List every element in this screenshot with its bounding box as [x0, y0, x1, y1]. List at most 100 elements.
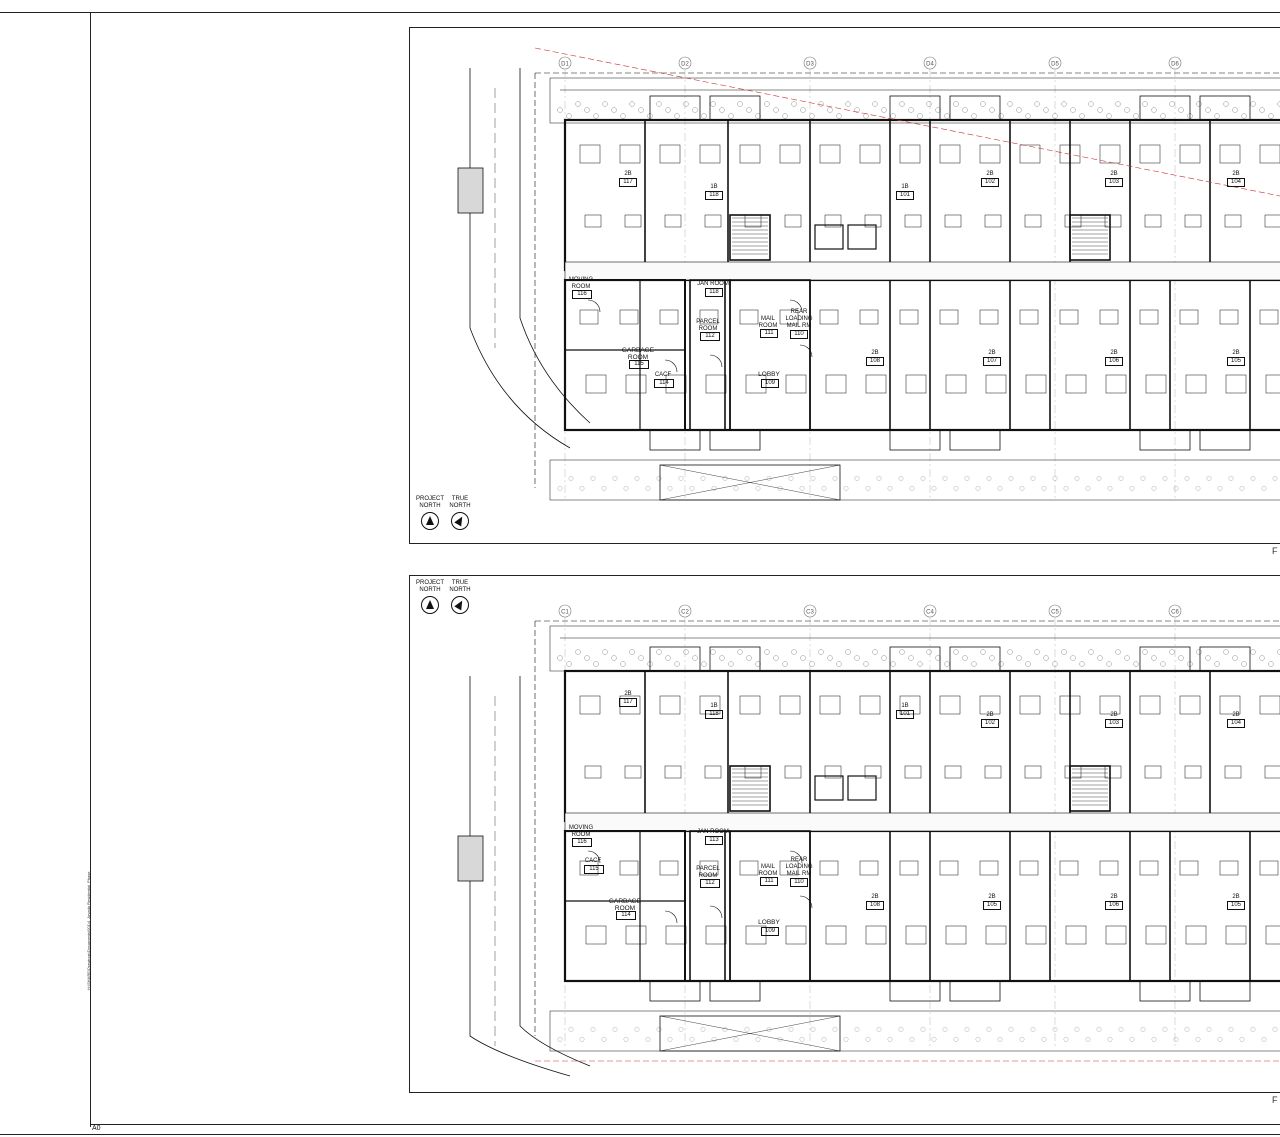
- unit-number-3: 102: [981, 719, 999, 728]
- shrub-icon: [638, 107, 644, 113]
- shrub-icon: [1214, 661, 1220, 667]
- shrub-icon: [722, 1026, 728, 1032]
- shrub-icon: [1184, 1026, 1190, 1032]
- shrub-icon: [1133, 113, 1139, 119]
- shrub-icon: [1178, 655, 1184, 661]
- unit-type-3: 2B: [986, 712, 994, 718]
- shrub-icon: [1217, 1036, 1223, 1042]
- unit-number-5: 104: [1227, 719, 1245, 728]
- janitor-room-label: JAN ROOM: [697, 829, 729, 835]
- shrub-icon: [1096, 475, 1102, 481]
- shrub-icon: [1173, 1036, 1179, 1042]
- shrub-icon: [575, 101, 581, 107]
- shrub-icon: [986, 1026, 992, 1032]
- furniture-block: [1259, 695, 1280, 715]
- door-swing: [789, 850, 803, 864]
- shrub-icon: [623, 485, 629, 491]
- parcel-room-number: 112: [700, 879, 720, 888]
- shrub-icon: [692, 655, 698, 661]
- furniture-block: [1019, 695, 1041, 715]
- shrub-icon: [612, 1026, 618, 1032]
- furniture-block: [1219, 144, 1241, 164]
- unit-number-1: 118: [705, 710, 723, 719]
- shrub-icon: [593, 113, 599, 119]
- true-north-lower: TRUE NORTH: [446, 580, 474, 614]
- shrub-icon: [667, 1036, 673, 1042]
- furniture-block: [1145, 374, 1167, 394]
- furniture-block: [1099, 144, 1121, 164]
- shrub-icon: [942, 1026, 948, 1032]
- shrub-icon: [764, 101, 770, 107]
- service-rooms-block: [564, 279, 686, 431]
- grid-bubble-label: C1: [561, 610, 569, 616]
- furniture-block: [1019, 860, 1039, 876]
- cacf-label: CACF: [654, 372, 672, 378]
- balcony: [889, 429, 941, 451]
- shrub-icon: [1232, 655, 1238, 661]
- shrub-icon: [989, 107, 995, 113]
- elevator-shaft: [847, 224, 877, 250]
- furniture-block: [585, 374, 607, 394]
- furniture-block: [945, 374, 967, 394]
- furniture-block: [1059, 144, 1081, 164]
- furniture-block: [905, 925, 927, 945]
- south-walkway: [549, 1010, 1280, 1052]
- shrub-icon: [1241, 661, 1247, 667]
- shrub-icon: [568, 475, 574, 481]
- shrub-icon: [1268, 113, 1274, 119]
- property-boundary: [534, 47, 1280, 197]
- furniture-block: [944, 765, 962, 779]
- mail-room-label: MAIL ROOM: [758, 316, 778, 329]
- furniture-block: [699, 309, 719, 325]
- furniture-block: [1225, 374, 1247, 394]
- shrub-icon: [611, 655, 617, 661]
- unit-number-9: 105: [1227, 901, 1245, 910]
- shrub-icon: [986, 475, 992, 481]
- moving-room-number: 116: [572, 290, 592, 299]
- shrub-icon: [782, 661, 788, 667]
- shrub-icon: [755, 1036, 761, 1042]
- shrub-icon: [908, 107, 914, 113]
- shrub-icon: [1133, 661, 1139, 667]
- shrub-icon: [926, 101, 932, 107]
- elevator-shaft: [847, 775, 877, 801]
- unit-type-4: 2B: [1110, 171, 1118, 177]
- parcel-room-label: PARCEL ROOM: [696, 866, 720, 879]
- shrub-icon: [1025, 661, 1031, 667]
- shrub-icon: [689, 1036, 695, 1042]
- shrub-icon: [719, 655, 725, 661]
- door-swing: [587, 299, 601, 313]
- grid-bubble-label: C2: [681, 610, 689, 616]
- shrub-icon: [656, 649, 662, 655]
- shrub-icon: [1106, 113, 1112, 119]
- unit-number-6: 108: [866, 357, 884, 366]
- shrub-icon: [1196, 101, 1202, 107]
- furniture-block: [1019, 309, 1039, 325]
- shrub-icon: [935, 107, 941, 113]
- shrub-icon: [602, 101, 608, 107]
- shrub-icon: [1019, 485, 1025, 491]
- unit-number-2: 101: [896, 710, 914, 719]
- shrub-icon: [584, 655, 590, 661]
- moving-room-label: MOVING ROOM: [568, 825, 594, 838]
- shrub-icon: [1129, 1036, 1135, 1042]
- balcony: [949, 429, 1001, 451]
- grid-bubble-label: C5: [1051, 610, 1059, 616]
- shrub-icon: [942, 475, 948, 481]
- shrub-icon: [773, 107, 779, 113]
- furniture-block: [1064, 214, 1082, 228]
- loading-zone-hatch: [659, 464, 841, 501]
- balcony: [649, 95, 701, 121]
- corridor: [564, 261, 1280, 281]
- shrub-icon: [890, 661, 896, 667]
- balcony: [1139, 980, 1191, 1002]
- furniture-block: [899, 860, 919, 876]
- shrub-icon: [710, 101, 716, 107]
- unit-type-6: 2B: [871, 350, 879, 356]
- shrub-icon: [788, 475, 794, 481]
- shrub-icon: [865, 1036, 871, 1042]
- unit-number-3: 102: [981, 178, 999, 187]
- shrub-icon: [611, 107, 617, 113]
- furniture-block: [1105, 374, 1127, 394]
- shrub-icon: [953, 649, 959, 655]
